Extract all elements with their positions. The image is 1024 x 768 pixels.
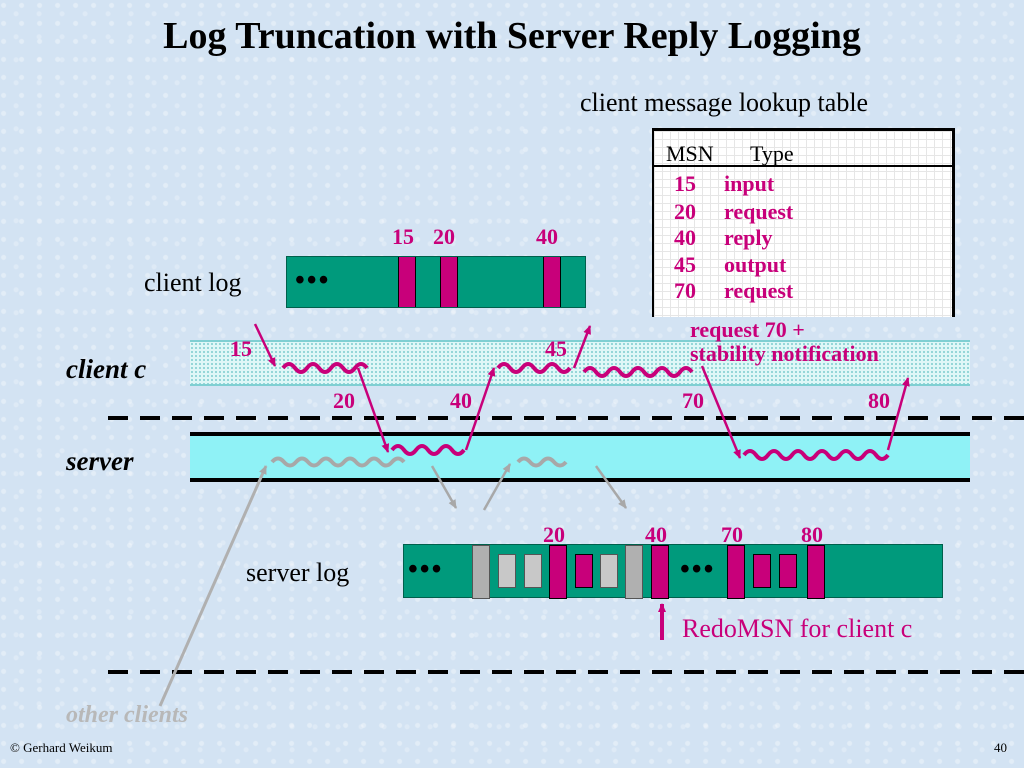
redo-msn-label: RedoMSN for client c <box>682 614 913 643</box>
stability-note: request 70 + stability notification <box>690 318 879 366</box>
server-log-record-client <box>753 554 771 588</box>
server-activity-squiggle <box>390 444 466 456</box>
server-lane <box>190 432 970 482</box>
server-log-marker-label: 40 <box>645 522 667 547</box>
log-write-arrow <box>482 463 512 511</box>
client-activity-squiggle <box>496 362 572 374</box>
server-log-record-other <box>600 554 618 588</box>
header-type: Type <box>750 141 794 166</box>
msg-label-70: 70 <box>682 388 704 413</box>
client-log-label: client log <box>144 268 242 297</box>
server-log-record-other <box>472 545 490 599</box>
client-log-marker-label: 40 <box>536 224 558 249</box>
client-activity-squiggle <box>281 362 369 374</box>
lookup-table-header: MSN Type <box>654 139 952 167</box>
client-log-bar: ••• <box>286 256 586 308</box>
footer-copyright: © Gerhard Weikum <box>10 740 113 755</box>
server-log-record-20 <box>549 545 567 599</box>
client-log-ellipsis: ••• <box>295 265 331 296</box>
arrow-msg-20 <box>356 367 390 453</box>
server-log-record-40 <box>651 545 669 599</box>
msg-label-80: 80 <box>868 388 890 413</box>
client-log-marker-label: 20 <box>433 224 455 249</box>
client-lane <box>190 340 970 386</box>
server-log-record-other <box>498 554 516 588</box>
log-write-arrow <box>430 465 458 509</box>
other-clients-arrow <box>158 465 268 707</box>
server-log-record-other <box>625 545 643 599</box>
client-log-record-15 <box>398 257 416 307</box>
arrow-msg-40 <box>464 367 496 451</box>
client-log-record-40 <box>543 257 561 307</box>
footer-page-number: 40 <box>994 740 1007 755</box>
log-write-arrow <box>594 465 628 509</box>
client-log-marker-label: 15 <box>392 224 414 249</box>
server-log-record-client <box>575 554 593 588</box>
server-log-record-80 <box>807 545 825 599</box>
arrow-msg-45 <box>572 325 592 369</box>
other-client-squiggle <box>516 456 568 468</box>
client-activity-squiggle <box>582 366 694 378</box>
server-activity-squiggle <box>742 449 890 461</box>
slide-title: Log Truncation with Server Reply Logging <box>163 15 861 57</box>
server-log-ellipsis: ••• <box>408 554 444 585</box>
msg-label-40: 40 <box>450 388 472 413</box>
other-client-squiggle <box>270 456 406 468</box>
server-lane-label: server <box>66 446 134 476</box>
arrow-msg-15 <box>253 323 277 367</box>
server-log-record-other <box>524 554 542 588</box>
server-log-bar: ••• ••• <box>403 544 943 599</box>
server-log-marker-label: 70 <box>721 522 743 547</box>
client-lane-label: client c <box>66 354 147 384</box>
server-log-ellipsis-2: ••• <box>680 554 716 585</box>
server-log-marker-label: 20 <box>543 522 565 547</box>
msg-label-20: 20 <box>333 388 355 413</box>
server-log-label: server log <box>246 558 350 587</box>
lookup-table-caption: client message lookup table <box>580 88 869 117</box>
server-log-marker-label: 80 <box>801 522 823 547</box>
msg-label-45: 45 <box>545 336 567 361</box>
server-log-record-70 <box>727 545 745 599</box>
stability-note-line1: request 70 + <box>690 317 805 342</box>
msg-label-15: 15 <box>230 336 252 361</box>
arrow-msg-70 <box>700 365 742 459</box>
stability-note-line2: stability notification <box>690 341 879 366</box>
arrow-msg-80 <box>886 377 910 451</box>
server-log-record-client <box>779 554 797 588</box>
client-log-record-20 <box>440 257 458 307</box>
other-clients-label: other clients <box>66 702 189 728</box>
header-msn: MSN <box>666 141 714 166</box>
